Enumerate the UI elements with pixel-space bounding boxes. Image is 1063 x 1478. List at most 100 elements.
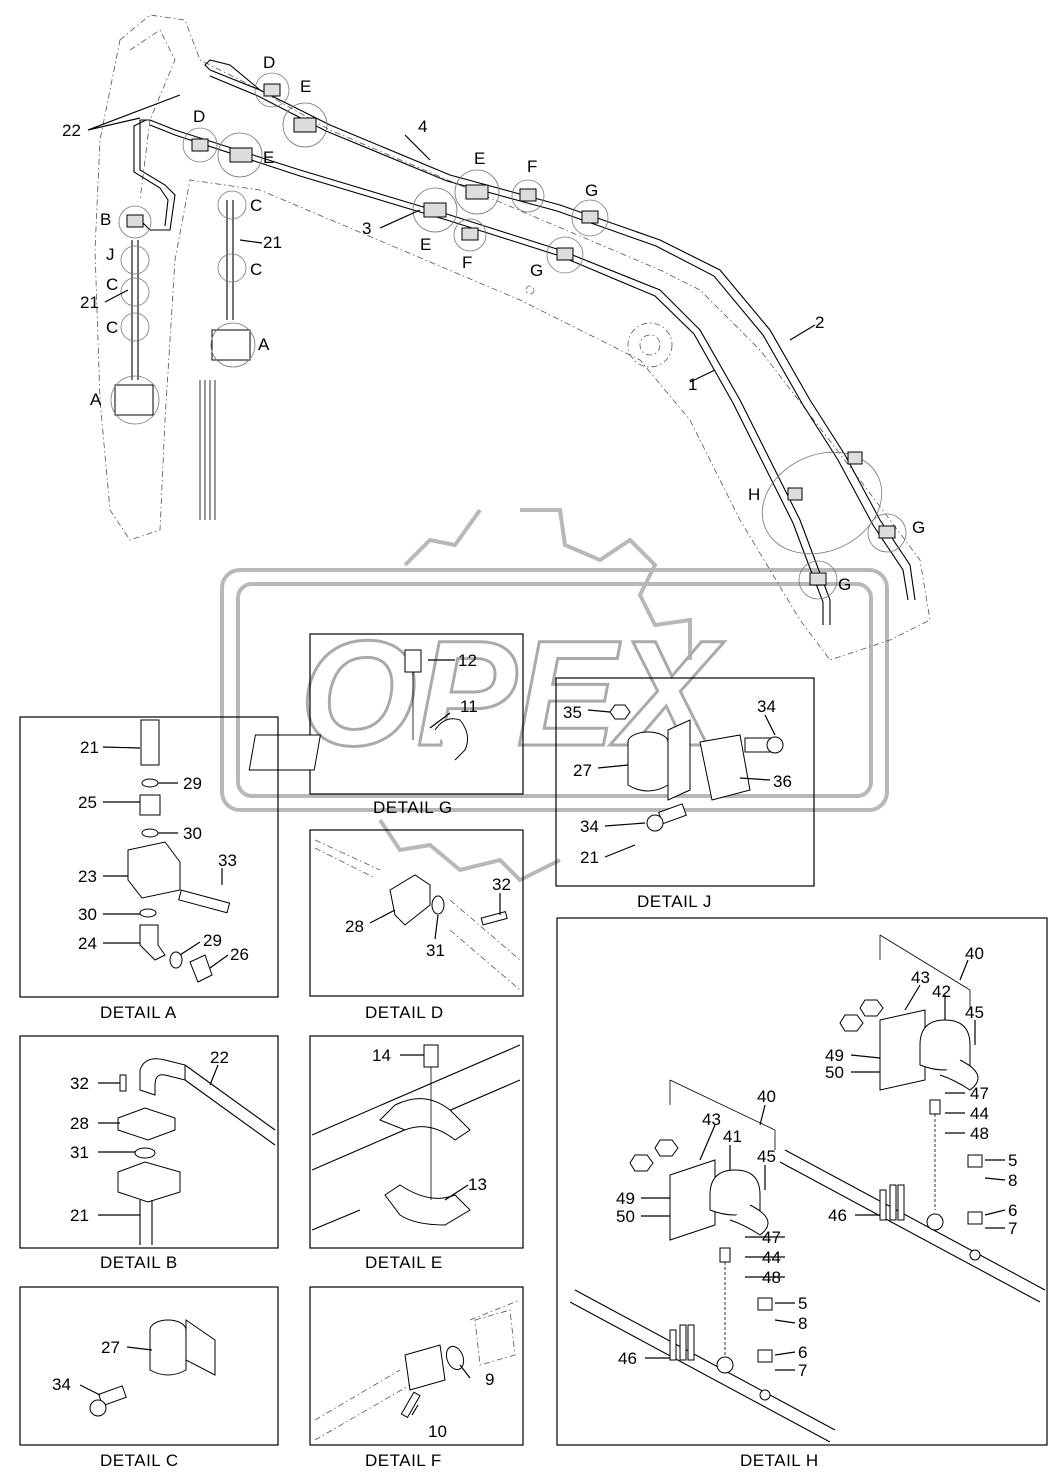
detail-d-label-31: 31 bbox=[426, 941, 445, 960]
label-3: 3 bbox=[362, 219, 371, 238]
detail-a-label-21: 21 bbox=[80, 738, 99, 757]
label-E: E bbox=[263, 148, 274, 167]
detail-g-label-11: 11 bbox=[460, 697, 478, 716]
label-1: 1 bbox=[688, 375, 697, 394]
detail-a-label-24: 24 bbox=[78, 934, 97, 953]
detail-f-label-9: 9 bbox=[485, 1370, 494, 1389]
watermark-logo: OPEX bbox=[220, 508, 889, 883]
label-G: G bbox=[838, 575, 851, 594]
label-21: 21 bbox=[80, 293, 99, 312]
label-G: G bbox=[530, 261, 543, 280]
detail-h-label-44: 44 bbox=[762, 1248, 781, 1267]
detail-h-caption: DETAIL H bbox=[740, 1451, 819, 1470]
detail-h-label-6: 6 bbox=[1008, 1201, 1017, 1220]
detail-g: 12 11 DETAIL G bbox=[248, 633, 524, 817]
detail-c-caption: DETAIL C bbox=[100, 1451, 179, 1470]
label-D: D bbox=[193, 107, 205, 126]
detail-h-label-48: 48 bbox=[762, 1268, 781, 1287]
detail-h-label-50: 50 bbox=[616, 1207, 635, 1226]
label-21: 21 bbox=[263, 233, 282, 252]
detail-b: 22 32 28 31 21 DETAIL B bbox=[19, 1035, 279, 1272]
label-C: C bbox=[250, 260, 262, 279]
detail-d-label-28: 32 bbox=[492, 875, 511, 894]
label-4: 4 bbox=[418, 117, 427, 136]
detail-h-label-8: 8 bbox=[798, 1314, 807, 1333]
detail-h-label-7: 7 bbox=[798, 1361, 807, 1380]
label-A: A bbox=[90, 390, 102, 409]
detail-j-caption: DETAIL J bbox=[637, 892, 712, 911]
label-C: C bbox=[250, 196, 262, 215]
label-F: F bbox=[527, 157, 537, 176]
detail-h: 40 43 42 45 49 50 47 44 48 5 8 6 7 46 40… bbox=[556, 917, 1048, 1470]
detail-a-label-26: 26 bbox=[230, 945, 249, 964]
label-A: A bbox=[258, 335, 270, 354]
detail-h-label-43: 43 bbox=[911, 968, 930, 987]
detail-a-caption: DETAIL A bbox=[100, 1003, 177, 1022]
label-G: G bbox=[912, 518, 925, 537]
label-B: B bbox=[100, 210, 111, 229]
detail-a: 21 29 25 30 23 33 30 24 29 26 DETAIL A bbox=[19, 716, 279, 1022]
detail-g-label-12: 12 bbox=[458, 651, 477, 670]
detail-a-label-33: 33 bbox=[218, 851, 237, 870]
detail-h-label-5: 5 bbox=[1008, 1151, 1017, 1170]
label-H: H bbox=[748, 485, 760, 504]
detail-h-label-47: 47 bbox=[970, 1084, 989, 1103]
detail-j-label-34: 34 bbox=[757, 697, 776, 716]
detail-b-label-31: 31 bbox=[70, 1143, 89, 1162]
detail-h-label-40: 40 bbox=[965, 944, 984, 963]
detail-h-label-48: 48 bbox=[970, 1124, 989, 1143]
detail-h-label-45: 45 bbox=[757, 1147, 776, 1166]
detail-b-label-21: 21 bbox=[70, 1206, 89, 1225]
detail-j-label-36: 36 bbox=[773, 772, 792, 791]
detail-h-label-42: 42 bbox=[932, 982, 951, 1001]
detail-j: 35 34 27 36 34 21 DETAIL J bbox=[555, 677, 815, 911]
detail-h-label-46: 46 bbox=[828, 1206, 847, 1225]
detail-a-label-29: 29 bbox=[203, 931, 222, 950]
main-view-labels: 22 D E D E 4 E F G B C 21 C J C 21 C 3 E… bbox=[62, 53, 925, 594]
label-E: E bbox=[420, 235, 431, 254]
detail-e-label-14: 14 bbox=[372, 1046, 391, 1065]
detail-f-caption: DETAIL F bbox=[365, 1451, 442, 1470]
detail-g-caption: DETAIL G bbox=[373, 798, 453, 817]
detail-c-label-34: 34 bbox=[52, 1375, 71, 1394]
detail-h-label-49: 49 bbox=[616, 1189, 635, 1208]
detail-h-label-50: 50 bbox=[825, 1063, 844, 1082]
detail-h-label-44: 44 bbox=[970, 1104, 989, 1123]
detail-h-label-7: 7 bbox=[1008, 1219, 1017, 1238]
detail-h-label-8: 8 bbox=[1008, 1171, 1017, 1190]
detail-c: 27 34 DETAIL C bbox=[19, 1286, 279, 1470]
detail-a-label-29: 29 bbox=[183, 774, 202, 793]
detail-j-label-27: 27 bbox=[573, 761, 592, 780]
label-D: D bbox=[263, 53, 275, 72]
detail-j-label-21: 21 bbox=[580, 848, 599, 867]
boom-assembly bbox=[87, 14, 931, 661]
detail-h-label-46: 46 bbox=[618, 1349, 637, 1368]
detail-j-label-35: 35 bbox=[563, 703, 582, 722]
detail-d: 28 32 31 DETAIL D bbox=[309, 829, 524, 1022]
label-2: 2 bbox=[815, 313, 824, 332]
detail-f-label-10: 10 bbox=[428, 1422, 447, 1441]
detail-h-label-41: 41 bbox=[723, 1127, 742, 1146]
detail-a-label-25: 25 bbox=[78, 793, 97, 812]
label-C: C bbox=[106, 318, 118, 337]
detail-j-label-34: 34 bbox=[580, 817, 599, 836]
detail-b-label-22: 22 bbox=[210, 1048, 229, 1067]
detail-h-label-5: 5 bbox=[798, 1294, 807, 1313]
detail-b-caption: DETAIL B bbox=[100, 1253, 178, 1272]
label-E: E bbox=[474, 149, 485, 168]
detail-d-label-32: 28 bbox=[345, 917, 364, 936]
detail-h-label-45: 45 bbox=[965, 1003, 984, 1022]
label-G: G bbox=[585, 181, 598, 200]
detail-a-label-30: 30 bbox=[78, 905, 97, 924]
detail-b-label-32: 32 bbox=[70, 1074, 89, 1093]
label-22: 22 bbox=[62, 121, 81, 140]
detail-c-label-27: 27 bbox=[101, 1338, 120, 1357]
detail-h-label-43: 43 bbox=[702, 1110, 721, 1129]
label-J: J bbox=[106, 245, 115, 264]
detail-f: 9 10 DETAIL F bbox=[309, 1286, 524, 1470]
detail-e-label-13: 13 bbox=[468, 1175, 487, 1194]
detail-e-caption: DETAIL E bbox=[365, 1253, 443, 1272]
detail-a-label-23: 23 bbox=[78, 867, 97, 886]
detail-h-label-49: 49 bbox=[825, 1046, 844, 1065]
